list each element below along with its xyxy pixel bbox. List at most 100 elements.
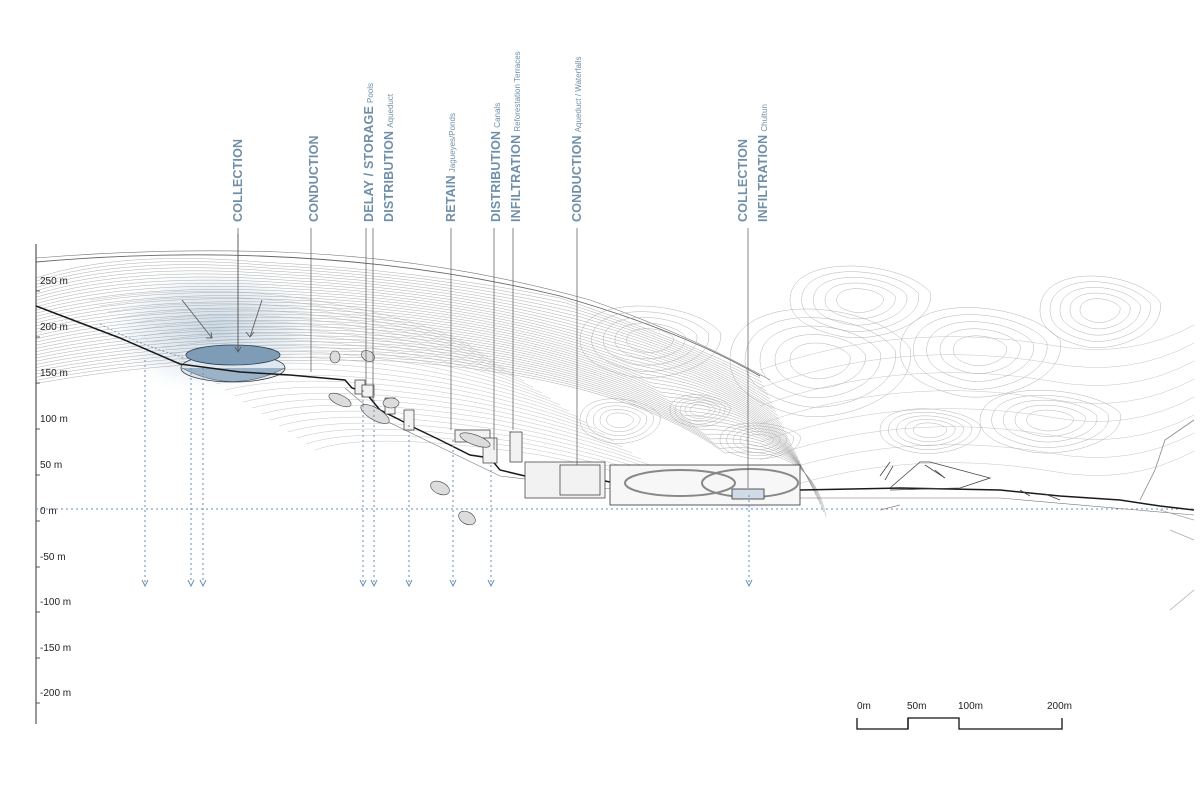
infiltration-arrows [141, 360, 753, 588]
contour-line [789, 342, 851, 380]
contour-line [739, 431, 781, 450]
contour-line [35, 344, 817, 496]
stage-label-sub: Chultun [760, 104, 769, 132]
contour-line [35, 264, 765, 387]
stage-label-main: INFILTRATION [509, 134, 523, 222]
contour-line [35, 301, 789, 437]
contour-line [759, 396, 1195, 443]
contour-line [939, 328, 1021, 374]
contour-line [759, 432, 1195, 479]
infiltration-arrow-head [370, 579, 378, 588]
infiltration-arrow-head [141, 579, 149, 588]
elevation-ticks [36, 290, 40, 704]
infiltration-arrow-head [405, 579, 413, 588]
contour-line [35, 335, 811, 484]
contour-line [719, 422, 801, 460]
contour-line [35, 258, 761, 379]
contour-line [726, 425, 794, 456]
contour-line [733, 428, 787, 453]
contour-line [35, 347, 819, 500]
contour-line [626, 328, 674, 353]
stage-label-main: RETAIN [444, 175, 458, 222]
contour-line [224, 380, 606, 436]
stage-label-sub: Aqueduct [386, 93, 395, 128]
reservoir-basin [181, 367, 286, 382]
contour-line [899, 307, 1061, 398]
elevation-label: 150 m [40, 368, 68, 379]
contour-line [35, 353, 823, 509]
contour-line [152, 332, 534, 388]
contour-line [35, 283, 777, 412]
contour-line [684, 402, 716, 419]
contour-line [1003, 399, 1097, 443]
elevation-label: -200 m [40, 688, 72, 699]
scale-label-50: 50m [907, 701, 927, 712]
stage-label: DISTRIBUTION Canals [488, 103, 504, 222]
elevation-label: -100 m [40, 597, 72, 608]
contour-line [953, 335, 1007, 366]
stage-label-main: CONDUCTION [307, 135, 321, 222]
stage-label: DELAY / STORAGE Pools [361, 83, 377, 222]
contour-line [35, 289, 781, 421]
infiltration-arrow-head [745, 579, 753, 588]
contour-line [35, 267, 767, 391]
contour-line [599, 409, 641, 433]
terrace-stones [328, 350, 491, 526]
infiltration-arrow-head [487, 579, 495, 588]
contour-line [991, 395, 1109, 448]
contour-line [801, 271, 919, 332]
contour-line [287, 422, 669, 478]
contour-line [759, 450, 1195, 497]
infiltration-arrow-head [449, 579, 457, 588]
elevation-label: 200 m [40, 322, 68, 333]
contour-line [689, 404, 711, 416]
contour-line [251, 398, 633, 454]
contour-line [774, 334, 866, 389]
contour-line [759, 325, 881, 398]
contour-line [35, 307, 793, 446]
stage-label-sub: Reforestation Terraces [513, 51, 522, 132]
contour-line [35, 298, 787, 433]
scale-label-0: 0m [857, 701, 871, 712]
contour-line [125, 314, 507, 370]
contour-line [729, 308, 911, 417]
contour-line [789, 265, 931, 338]
stage-label-main: DISTRIBUTION [489, 130, 503, 222]
contour-line [35, 350, 821, 505]
contour-line [35, 356, 825, 513]
contour-line [35, 292, 783, 425]
contour-line [35, 250, 771, 381]
stage-label: DISTRIBUTIONAqueduct [381, 94, 397, 222]
contour-line [35, 286, 779, 416]
elevation-label: -150 m [40, 643, 72, 654]
contour-line [879, 408, 981, 454]
stage-label-main: COLLECTION [736, 138, 750, 222]
scale-label-200: 200m [1047, 701, 1073, 712]
contour-line [979, 390, 1121, 454]
contour-line [35, 254, 761, 377]
stage-label: INFILTRATIONChultun [755, 104, 771, 222]
contour-line [926, 321, 1034, 382]
contour-line [603, 317, 697, 366]
shoreline-structures [879, 419, 1195, 611]
stage-label-main: CONDUCTION [570, 135, 584, 222]
stage-label-main: COLLECTION [231, 138, 245, 222]
contour-line [759, 342, 1195, 389]
stage-label-main: DELAY / STORAGE [362, 106, 376, 222]
topographic-contours [35, 250, 1195, 517]
elevation-label: 50 m [40, 460, 63, 471]
infiltration-arrow-head [359, 579, 367, 588]
contour-line [35, 261, 763, 383]
contour-line [1026, 409, 1074, 432]
stage-label-sub: Canals [493, 102, 502, 128]
contour-line [35, 273, 771, 400]
contour-line [679, 399, 721, 422]
stage-label: COLLECTION [735, 139, 751, 222]
stage-label-sub: Pools [366, 82, 375, 103]
label-leaders [237, 228, 749, 488]
contour-line [35, 316, 799, 458]
contour-line [813, 277, 907, 326]
contour-line [836, 288, 884, 313]
contour-line [579, 305, 721, 378]
